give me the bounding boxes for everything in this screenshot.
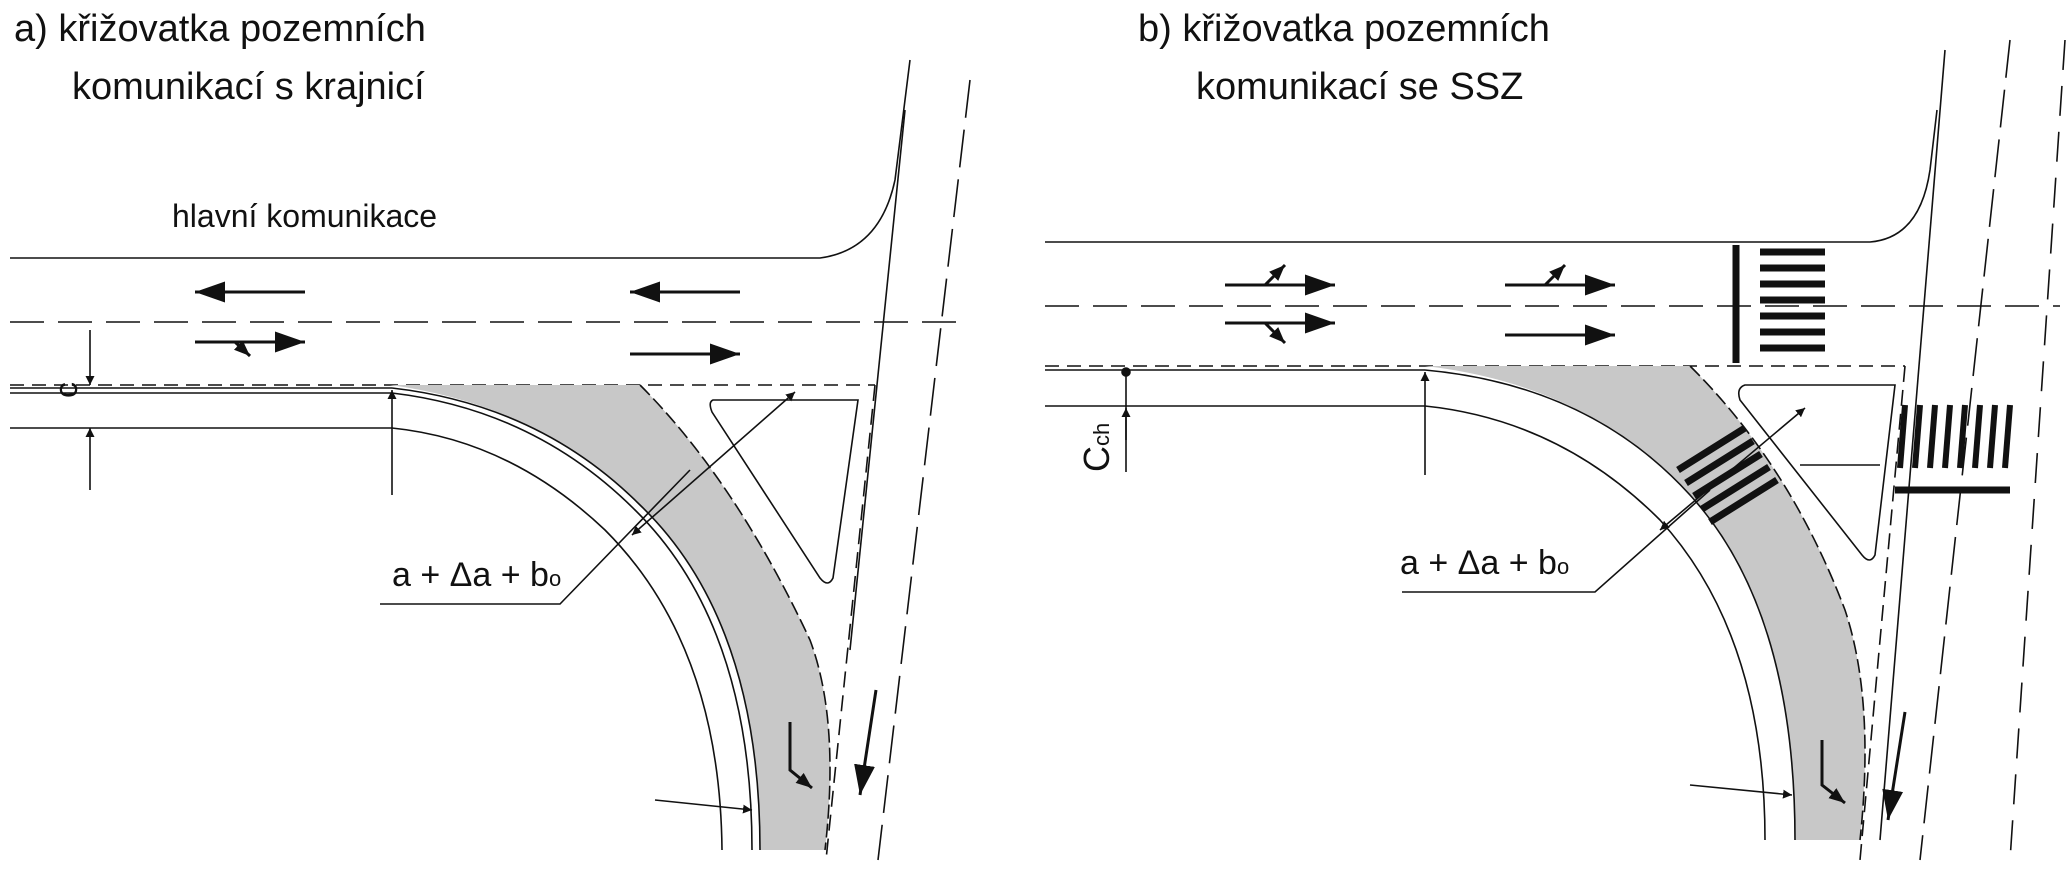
arrow-b-turning-lane [1820, 740, 1846, 805]
arrow-b-lane-1-turn [1263, 263, 1287, 287]
side-road-line-b3 [1919, 39, 2011, 861]
main-road-top-edge [10, 59, 911, 259]
dim-width-leader [380, 469, 691, 605]
arrow-b-side-road [1882, 711, 1907, 821]
side-road-line-2 [849, 109, 906, 651]
panel-b-title-line2: komunikací se SSZ [1196, 66, 1524, 108]
curb-arc-3 [391, 427, 723, 851]
dim-width-text-b: a + Δa + b [1400, 544, 1557, 582]
dim-cch-label: Cch [1076, 423, 1117, 472]
dim-width-label-b: a + Δa + bo [1400, 544, 1569, 583]
dim-c-label: c [48, 382, 84, 398]
turning-lane-shading-b [1425, 366, 1865, 840]
panel-b [1045, 39, 2066, 861]
main-road-label: hlavní komunikace [172, 198, 438, 234]
arrow-right-lane-1-turn [233, 340, 252, 358]
dim-cch-sub: ch [1089, 422, 1114, 446]
arrow-turning-lane [788, 722, 813, 790]
traffic-island-b [1738, 384, 1896, 561]
dim-width-sub-a: o [548, 566, 562, 591]
dim-width-label-a: a + Δa + bo [392, 556, 561, 595]
dim-bottom-line-b [1689, 784, 1793, 799]
dim-width-line-b [1659, 407, 1806, 531]
dim-bottom-line [654, 799, 753, 814]
dim-point [1121, 367, 1131, 377]
side-road-line-3 [877, 79, 971, 861]
dim-width-line [631, 391, 796, 536]
panel-a [10, 59, 971, 861]
main-road-top-edge-b [1045, 109, 1938, 243]
side-road-line-1 [825, 384, 876, 861]
side-road-line-b4 [2009, 39, 2066, 861]
turning-lane-shading [390, 385, 830, 850]
arrow-side-road [854, 689, 878, 796]
dim-width-leader-b [1402, 489, 1711, 593]
crosswalk-main [1760, 248, 1825, 352]
arrow-b-lane-3-turn [1543, 263, 1567, 287]
side-road-line-b2 [1879, 49, 1946, 841]
side-road-line-b1 [1859, 365, 1906, 861]
panel-b-title-line1: b) křižovatka pozemních [1138, 8, 1550, 50]
dim-width-text-a: a + Δa + b [392, 556, 549, 594]
curb-arc-1 [391, 387, 761, 851]
dim-width-sub-b: o [1556, 554, 1570, 579]
dim-cch-text: C [1076, 446, 1117, 472]
crosswalk-side [1897, 404, 2013, 469]
arrow-b-lane-2-turn [1263, 321, 1287, 345]
panel-a-title-line2: komunikací s krajnicí [72, 66, 425, 108]
panel-a-title-line1: a) křižovatka pozemních [14, 8, 426, 50]
